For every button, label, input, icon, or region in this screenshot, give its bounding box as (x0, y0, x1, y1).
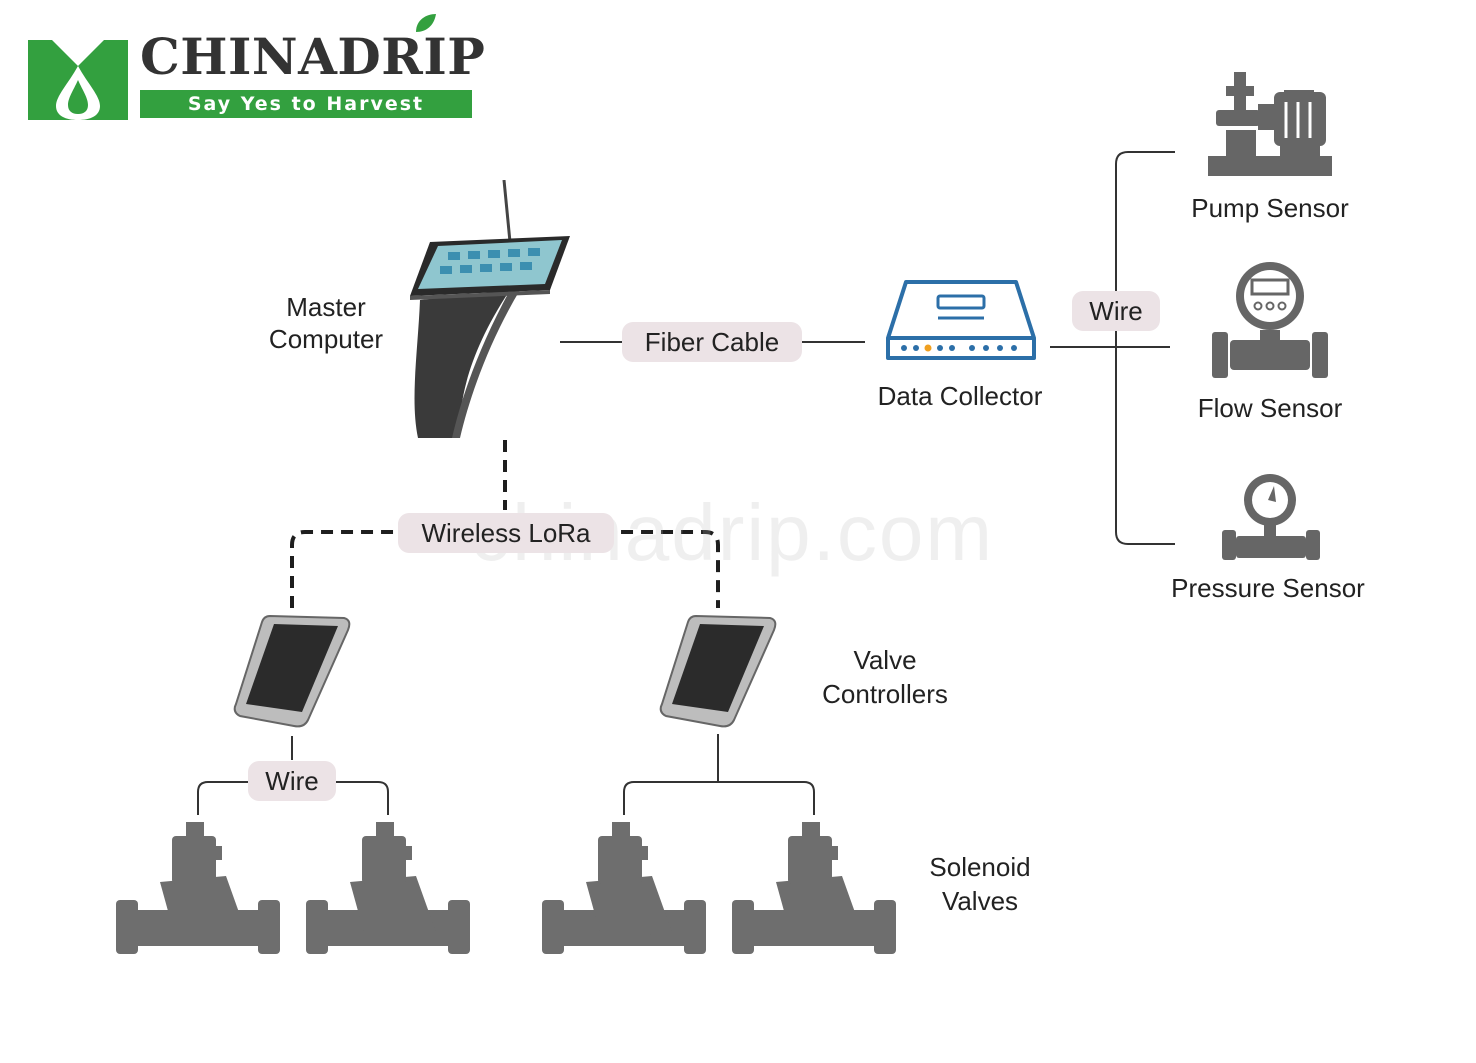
pump-sensor-label: Pump Sensor (1191, 193, 1349, 223)
flow-sensor-icon (1212, 262, 1328, 378)
pressure-sensor-label: Pressure Sensor (1171, 573, 1365, 603)
leaf-icon (416, 14, 436, 32)
solenoid-valve-icon (306, 822, 470, 954)
master-computer-label: Master Computer (268, 292, 384, 354)
solenoid-valves-label: Solenoid Valves (929, 852, 1031, 916)
pressure-sensor-icon (1222, 474, 1320, 560)
solenoid-valve-icon (116, 822, 280, 954)
brand-name: CHINADRIP (140, 27, 486, 86)
data-collector-icon (886, 280, 1036, 360)
valve-controller-icon (659, 614, 777, 728)
drop-icon (28, 40, 128, 120)
pump-sensor-icon (1208, 72, 1332, 176)
wireless-lora-label: Wireless LoRa (398, 513, 614, 553)
data-collector-label: Data Collector (877, 381, 1043, 411)
wire-sensors-label: Wire (1072, 291, 1160, 331)
brand-logo (28, 36, 128, 120)
valve-controllers-label: Valve Controllers (822, 645, 948, 709)
master-computer-icon (410, 180, 570, 438)
brand-tagline: Say Yes to Harvest (140, 90, 472, 118)
flow-sensor-label: Flow Sensor (1197, 393, 1343, 423)
sensor-bus-bracket (1115, 151, 1175, 545)
fiber-cable-label: Fiber Cable (622, 322, 802, 362)
valve-controller-icon (233, 614, 351, 728)
wire-valves-label: Wire (248, 761, 336, 801)
solenoid-valve-icon (732, 822, 896, 954)
solenoid-valve-icon (542, 822, 706, 954)
wire-right-bracket (623, 781, 815, 815)
